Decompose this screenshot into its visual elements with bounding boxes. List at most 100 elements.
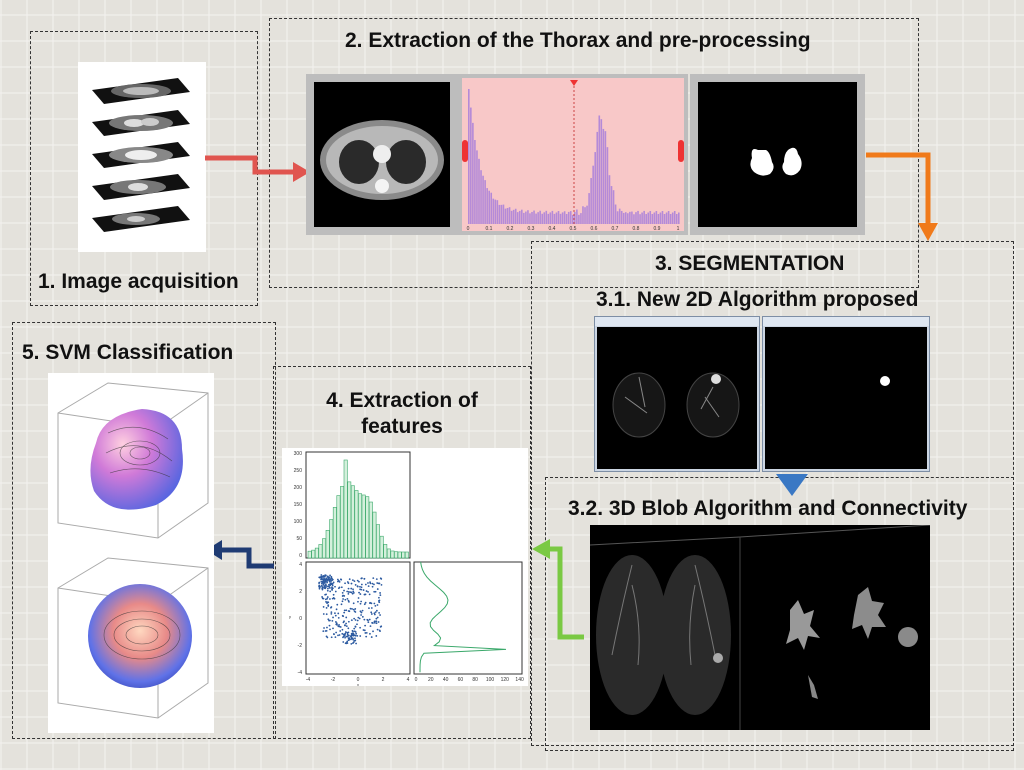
scatter-point bbox=[363, 629, 366, 632]
histogram-tick-label: 0.5 bbox=[570, 226, 577, 231]
right-histogram-x-tick: 20 bbox=[428, 677, 434, 683]
histogram-bar bbox=[470, 107, 472, 224]
scatter-point bbox=[350, 582, 353, 585]
histogram-bar bbox=[612, 190, 615, 224]
histogram-bar bbox=[508, 207, 511, 224]
scatter-point bbox=[343, 620, 345, 623]
scatter-point bbox=[332, 627, 334, 630]
scatter-point bbox=[348, 638, 351, 641]
histogram-bar bbox=[667, 211, 670, 224]
histogram-bar bbox=[480, 170, 482, 224]
scatter-point bbox=[350, 637, 353, 640]
histogram-bar bbox=[629, 211, 631, 224]
right-histogram-x-tick: 120 bbox=[501, 677, 510, 683]
histogram-bar bbox=[557, 210, 560, 224]
scatter-point bbox=[373, 613, 376, 616]
scatter-point bbox=[327, 618, 330, 621]
scatter-y-tick: 4 bbox=[299, 562, 302, 568]
scatter-point bbox=[363, 577, 366, 580]
scatter-point bbox=[343, 609, 346, 612]
scatter-point bbox=[378, 599, 381, 602]
histogram-bar bbox=[643, 210, 645, 224]
scatter-point bbox=[351, 592, 354, 595]
scatter-x-tick: -4 bbox=[306, 677, 311, 683]
top-histogram-y-tick: 50 bbox=[296, 536, 302, 542]
histogram-bar bbox=[645, 214, 647, 224]
scatter-point bbox=[351, 579, 354, 582]
histogram-bar bbox=[547, 213, 550, 224]
top-histogram-y-tick: 300 bbox=[294, 451, 303, 457]
scatter-point bbox=[326, 589, 329, 592]
scatter-point bbox=[326, 585, 329, 588]
scatter-point bbox=[331, 587, 334, 590]
scatter-point bbox=[337, 634, 339, 637]
step2-label: 2. Extraction of the Thorax and pre-proc… bbox=[345, 29, 811, 52]
histogram-bar bbox=[492, 198, 495, 224]
scatter-point bbox=[344, 633, 346, 635]
scatter-point bbox=[354, 625, 357, 628]
scatter-point bbox=[347, 610, 350, 612]
scatter-point bbox=[346, 633, 349, 636]
histogram-tick-label: 0.7 bbox=[612, 226, 619, 231]
step4-label-line1: 4. Extraction of bbox=[326, 389, 478, 412]
scatter-point bbox=[337, 625, 340, 628]
histogram-bar bbox=[594, 152, 597, 224]
scatter-point bbox=[351, 629, 354, 632]
scatter-point bbox=[356, 585, 359, 587]
scatter-point bbox=[338, 634, 341, 636]
scatter-point bbox=[333, 633, 335, 636]
arrow-acquisition-to-extraction bbox=[205, 155, 310, 182]
top-histogram-bar bbox=[368, 501, 373, 559]
scatter-point bbox=[327, 575, 329, 578]
histogram-bar bbox=[596, 131, 599, 224]
scatter-point bbox=[329, 587, 331, 589]
scatter-point bbox=[378, 629, 381, 632]
histogram-bar bbox=[651, 213, 654, 224]
histogram-bar bbox=[476, 150, 478, 224]
scatter-point bbox=[374, 611, 377, 614]
scatter-point bbox=[367, 621, 370, 624]
scatter-point bbox=[324, 586, 327, 589]
scatter-point bbox=[365, 635, 368, 638]
top-histogram-bar bbox=[350, 485, 355, 559]
histogram-bar bbox=[551, 210, 554, 224]
scatter-point bbox=[376, 582, 379, 584]
scatter-point bbox=[321, 587, 324, 590]
scatter-point bbox=[342, 615, 345, 618]
top-histogram-y-tick: 100 bbox=[294, 519, 303, 525]
top-histogram-bar bbox=[329, 519, 334, 559]
scatter-point bbox=[374, 605, 377, 607]
top-histogram-bar bbox=[332, 507, 337, 559]
scatter-point bbox=[375, 578, 378, 581]
histogram-bar bbox=[635, 212, 637, 224]
scatter-x-tick: 2 bbox=[382, 677, 385, 683]
right-histogram-x-tick: 60 bbox=[458, 677, 464, 683]
scatter-point bbox=[350, 587, 353, 590]
left-handle-icon bbox=[462, 140, 468, 162]
scatter-point bbox=[344, 598, 347, 601]
histogram-bar bbox=[494, 199, 497, 224]
histogram-bar bbox=[543, 212, 546, 224]
scatter-point bbox=[356, 619, 359, 622]
scatter-point bbox=[352, 588, 354, 591]
scatter-point bbox=[377, 621, 380, 623]
scatter-point bbox=[347, 592, 350, 595]
histogram-bar bbox=[539, 210, 541, 224]
scatter-y-tick: -4 bbox=[298, 670, 303, 676]
scatter-point bbox=[346, 631, 349, 634]
scatter-point bbox=[356, 623, 358, 626]
scatter-point bbox=[325, 613, 328, 616]
scatter-point bbox=[332, 581, 335, 584]
scatter-point bbox=[328, 624, 331, 627]
histogram-bar bbox=[582, 206, 584, 224]
scatter-point bbox=[353, 580, 356, 583]
scatter-point bbox=[345, 609, 348, 612]
histogram-bar bbox=[545, 210, 548, 224]
scatter-point bbox=[322, 630, 325, 633]
scatter-point bbox=[368, 607, 370, 610]
histogram-bar bbox=[580, 213, 582, 224]
scatter-point bbox=[323, 587, 326, 589]
histogram-bar bbox=[604, 131, 607, 224]
scatter-point bbox=[367, 585, 370, 588]
